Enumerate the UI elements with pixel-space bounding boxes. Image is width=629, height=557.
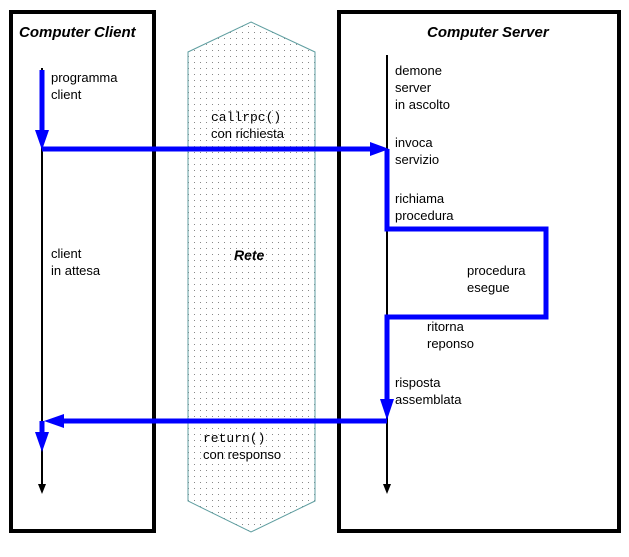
arrow-down-icon (35, 432, 49, 452)
arrow-down-icon (380, 399, 394, 420)
server-timeline-arrow-icon (383, 484, 391, 494)
arrow-right-icon (370, 142, 389, 156)
label: con richiesta (211, 126, 285, 141)
label: reponso (427, 336, 474, 351)
label: richiama (395, 191, 445, 206)
label: demone (395, 63, 442, 78)
label: con responso (203, 447, 281, 462)
label: risposta (395, 375, 441, 390)
client-timeline-arrow-icon (38, 484, 46, 494)
label: assemblata (395, 392, 462, 407)
label: in ascolto (395, 97, 450, 112)
label: ritorna (427, 319, 465, 334)
callrpc-label: callrpc() (211, 110, 281, 125)
label: server (395, 80, 432, 95)
return-label: return() (203, 431, 265, 446)
client-box (9, 10, 156, 533)
label: client (51, 87, 82, 102)
label: client (51, 246, 82, 261)
arrow-left-icon (44, 414, 64, 428)
server-title: Computer Server (427, 24, 550, 41)
request-flow (39, 70, 549, 436)
arrow-down-icon (35, 130, 49, 150)
label: programma (51, 70, 118, 85)
client-title: Computer Client (19, 24, 137, 41)
label: esegue (467, 280, 510, 295)
server-box (337, 10, 621, 533)
network-label: Rete (234, 247, 265, 263)
label: servizio (395, 152, 439, 167)
label: invoca (395, 135, 433, 150)
label: in attesa (51, 263, 101, 278)
label: procedura (467, 263, 526, 278)
label: procedura (395, 208, 454, 223)
